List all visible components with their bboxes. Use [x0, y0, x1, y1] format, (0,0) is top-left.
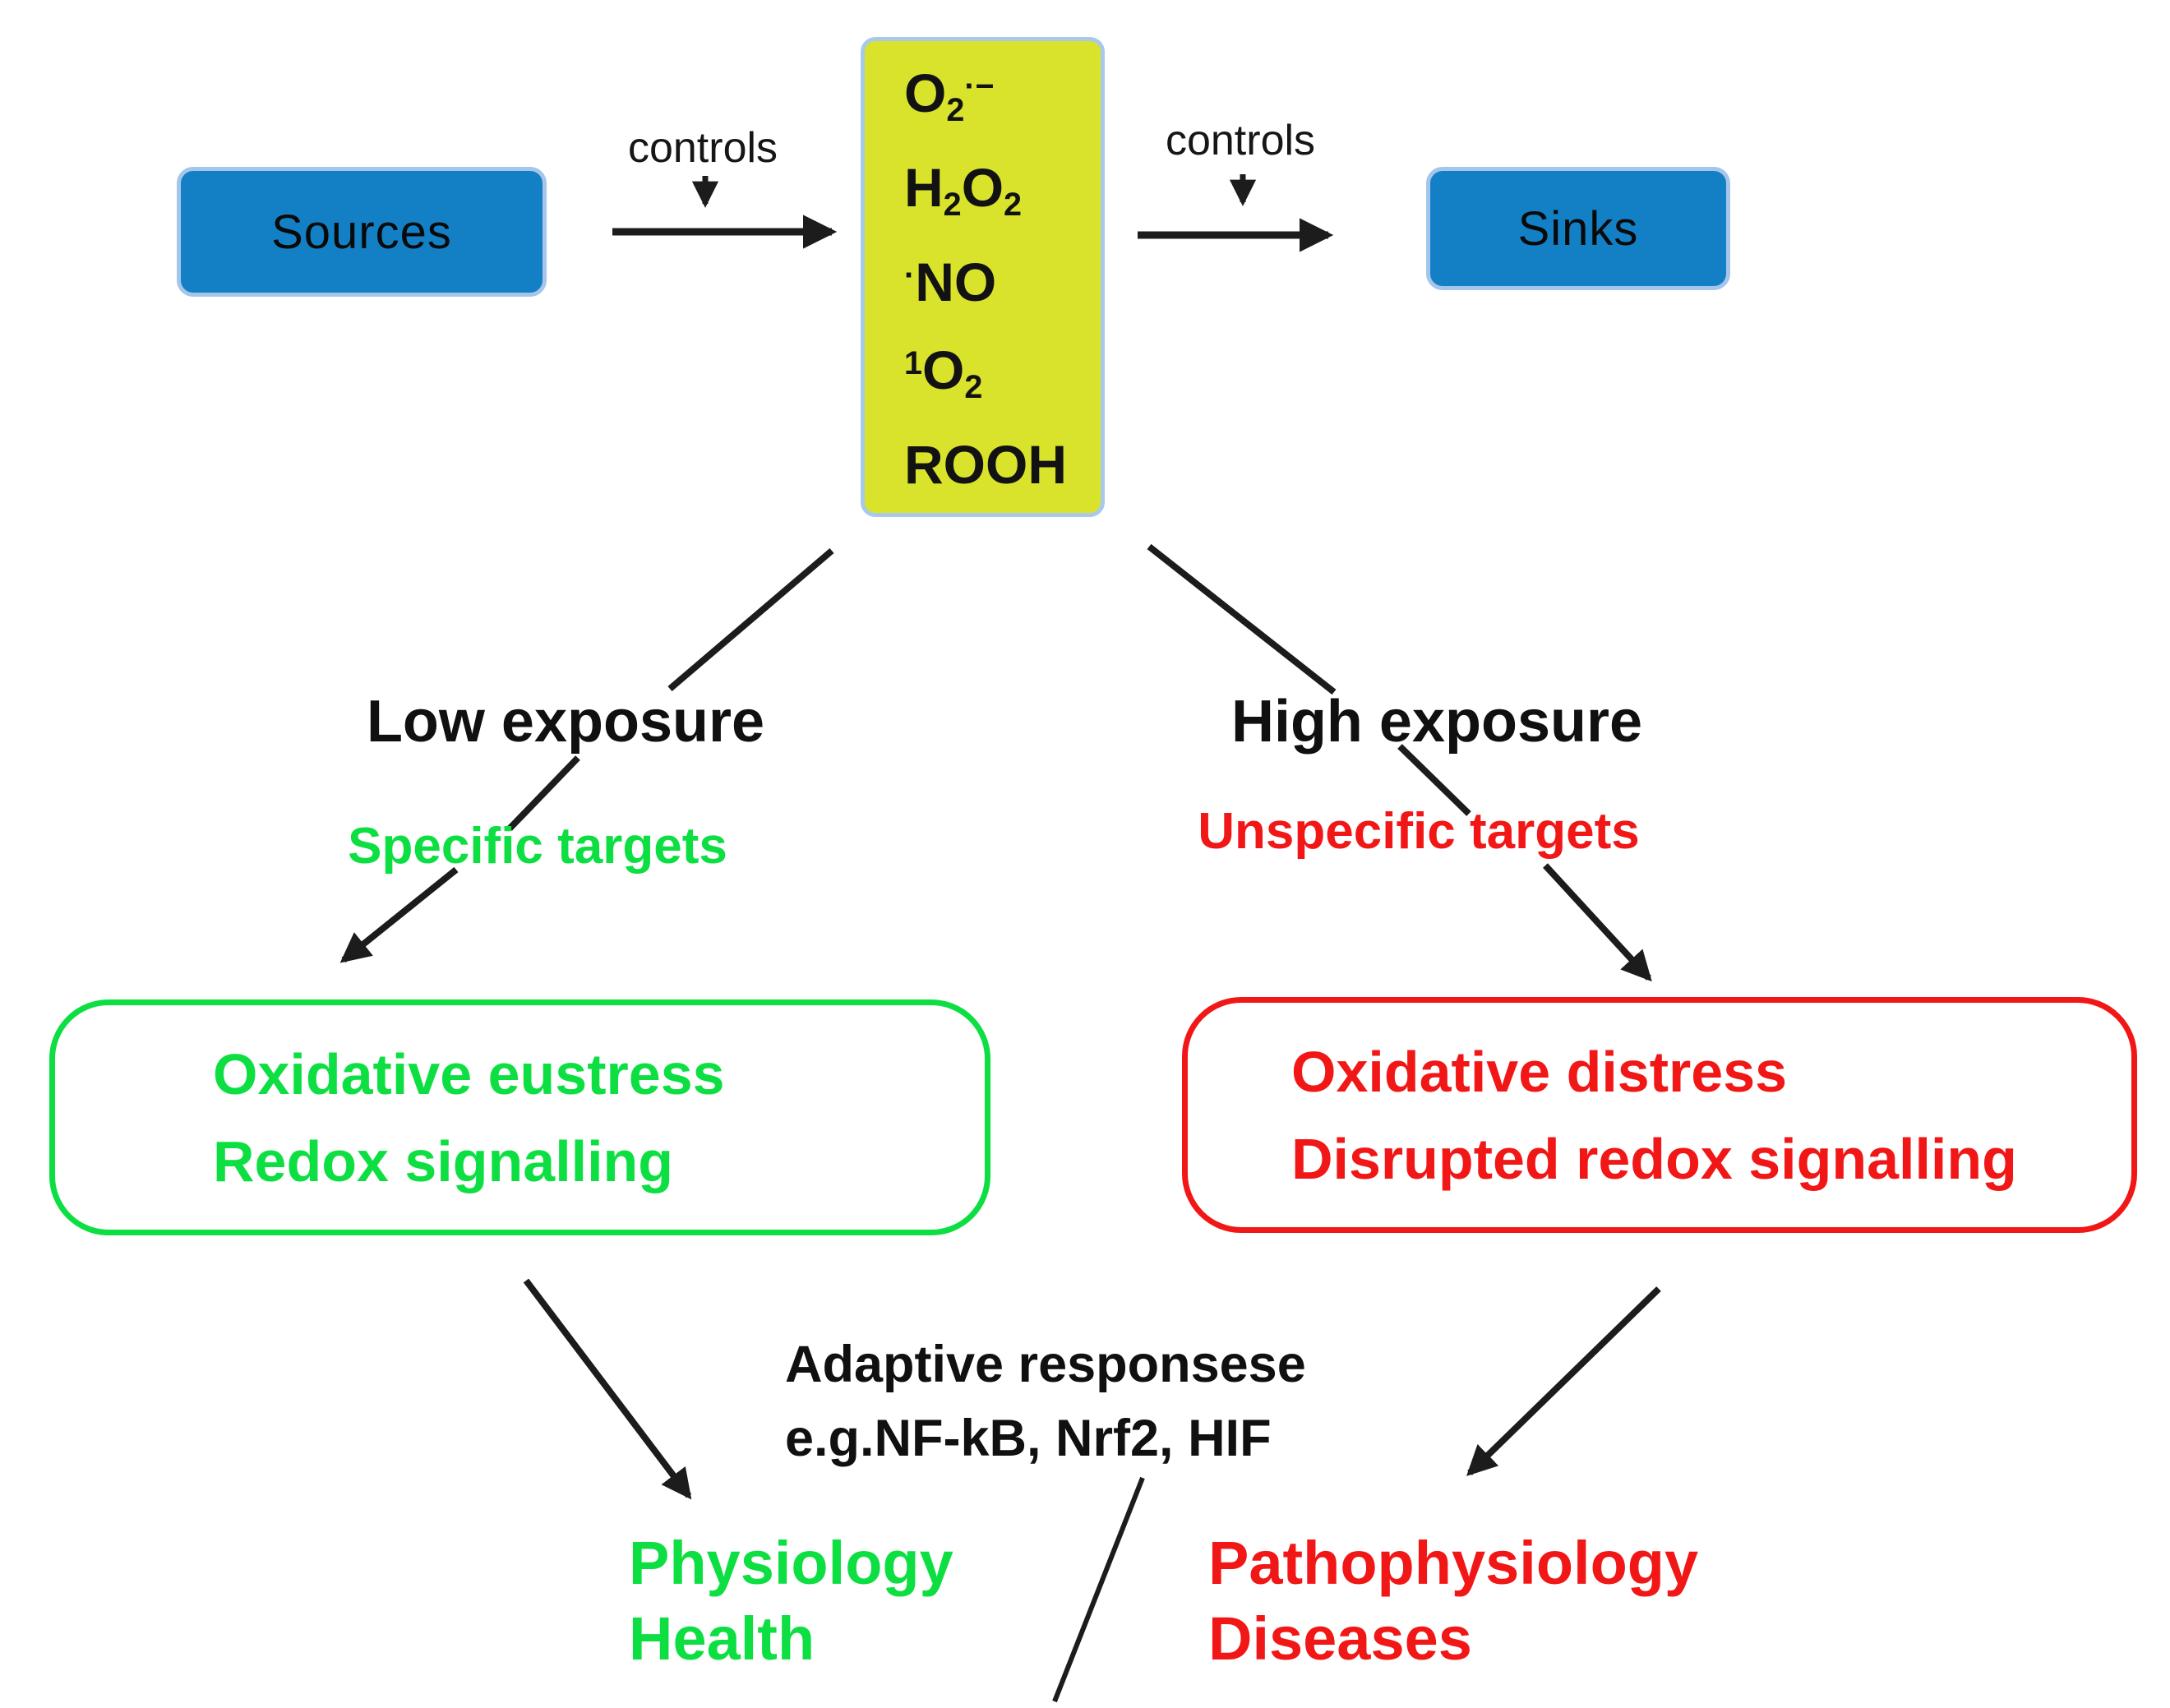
- adaptive-line1: Adaptive responsese: [785, 1336, 1306, 1393]
- line-species-to-low-exposure: [667, 547, 834, 692]
- pathophysiology-diseases-block: Pathophysiology Diseases: [1208, 1526, 1698, 1677]
- sources-label: Sources: [271, 205, 452, 259]
- distress-line1: Oxidative distress: [1291, 1039, 1788, 1104]
- diseases-label: Diseases: [1208, 1604, 1472, 1673]
- specific-targets-label: Specific targets: [348, 818, 727, 875]
- line-low-exposure-to-specific-targets: [507, 755, 580, 831]
- arrow-eustress-to-physiology: [523, 1278, 692, 1500]
- pathophysiology-label: Pathophysiology: [1208, 1529, 1699, 1597]
- adaptive-line2: e.g.NF-kB, Nrf2, HIF: [785, 1410, 1272, 1467]
- line-species-to-high-exposure: [1147, 543, 1337, 695]
- line-high-exposure-to-unspecific-targets: [1397, 744, 1471, 816]
- oxidative-eustress-box: Oxidative eustress Redox signalling: [49, 999, 990, 1235]
- sources-box: Sources: [177, 167, 547, 297]
- high-exposure-label: High exposure: [1230, 689, 1643, 755]
- eustress-line2: Redox signalling: [213, 1129, 674, 1193]
- physiology-health-block: Physiology Health: [629, 1526, 953, 1677]
- controls-label-left: controls: [627, 124, 778, 172]
- health-label: Health: [629, 1604, 815, 1673]
- species-singlet-oxygen: 1O2: [904, 339, 983, 405]
- physiology-label: Physiology: [629, 1529, 953, 1597]
- arrow-specific-targets-to-eustress: [339, 866, 459, 963]
- low-exposure-label: Low exposure: [366, 689, 765, 755]
- oxidative-distress-box: Oxidative distress Disrupted redox signa…: [1182, 997, 2137, 1233]
- sinks-label: Sinks: [1517, 201, 1639, 256]
- controls-label-right: controls: [1165, 117, 1316, 164]
- divider-slash-line: [1052, 1476, 1145, 1703]
- distress-line2: Disrupted redox signalling: [1291, 1126, 2017, 1191]
- eustress-line1: Oxidative eustress: [213, 1041, 725, 1106]
- arrow-unspecific-targets-to-distress: [1543, 863, 1652, 982]
- species-hydrogen-peroxide: H2O2: [904, 157, 1023, 224]
- adaptive-responses-block: Adaptive responsese e.g.NF-kB, Nrf2, HIF: [785, 1327, 1306, 1475]
- species-hydroperoxide: ROOH: [904, 433, 1067, 495]
- species-nitric-oxide: ·NO: [904, 252, 997, 313]
- reactive-species-box: O2·− H2O2 ·NO 1O2 ROOH: [861, 37, 1105, 517]
- species-superoxide: O2·−: [904, 62, 995, 129]
- unspecific-targets-label: Unspecific targets: [1198, 803, 1640, 860]
- arrow-distress-to-pathophysiology: [1466, 1286, 1661, 1476]
- sinks-box: Sinks: [1426, 167, 1730, 290]
